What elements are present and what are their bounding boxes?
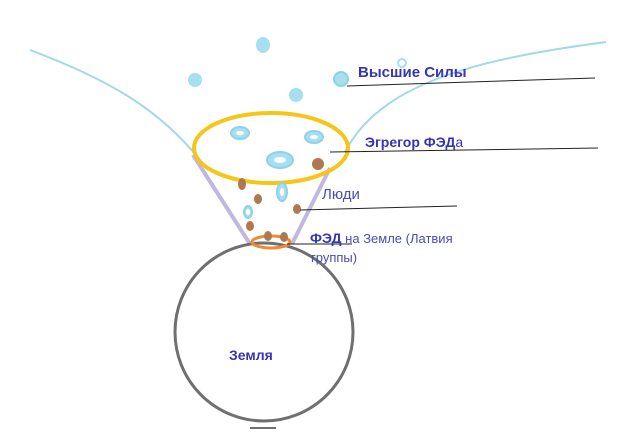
- funnel-right-line: [290, 167, 332, 245]
- person-dot: [254, 194, 262, 204]
- label-fed-main: ФЭД: [310, 230, 342, 246]
- egregor-inner-white: [310, 135, 318, 139]
- label-higher-forces: Высшие Силы: [358, 64, 467, 81]
- person-dot: [246, 221, 254, 231]
- higher-force-dot: [289, 88, 303, 102]
- label-fed: ФЭД на Земле (Латвия: [310, 230, 453, 246]
- funnel-left-line: [191, 153, 252, 246]
- person-blue-dot-inner: [280, 188, 284, 196]
- label-people: Люди: [322, 186, 360, 203]
- label-egregor-main: Эгрегор ФЭД: [365, 134, 456, 150]
- fed-dot: [264, 231, 272, 241]
- higher-force-dot: [256, 37, 270, 53]
- label-egregor: Эгрегор ФЭДа: [365, 134, 463, 150]
- higher-force-dot: [188, 73, 202, 87]
- pointer-line-egregor: [329, 147, 599, 153]
- fed-dot: [280, 232, 288, 242]
- egregor-brown-dot: [312, 158, 324, 170]
- pointer-line-people: [299, 205, 458, 211]
- label-earth: Земля: [229, 347, 273, 363]
- label-fed-rest: на Земле (Латвия: [345, 231, 453, 246]
- higher-force-ring-dot: [397, 58, 407, 68]
- label-fed-sub: группы): [311, 250, 358, 265]
- person-dot: [293, 204, 301, 214]
- person-dot: [238, 178, 246, 190]
- pointer-line-higher-forces: [346, 77, 596, 87]
- higher-force-ring-dot: [333, 71, 349, 87]
- sky-curve-left: [29, 49, 201, 161]
- egregor-inner-white: [274, 157, 286, 163]
- person-blue-dot-inner: [246, 209, 250, 215]
- egregor-ring: [192, 111, 350, 185]
- earth-circle: [173, 241, 355, 423]
- label-egregor-suffix: а: [455, 134, 464, 150]
- egregor-inner-white: [236, 131, 244, 135]
- sky-curve-right: [344, 41, 607, 153]
